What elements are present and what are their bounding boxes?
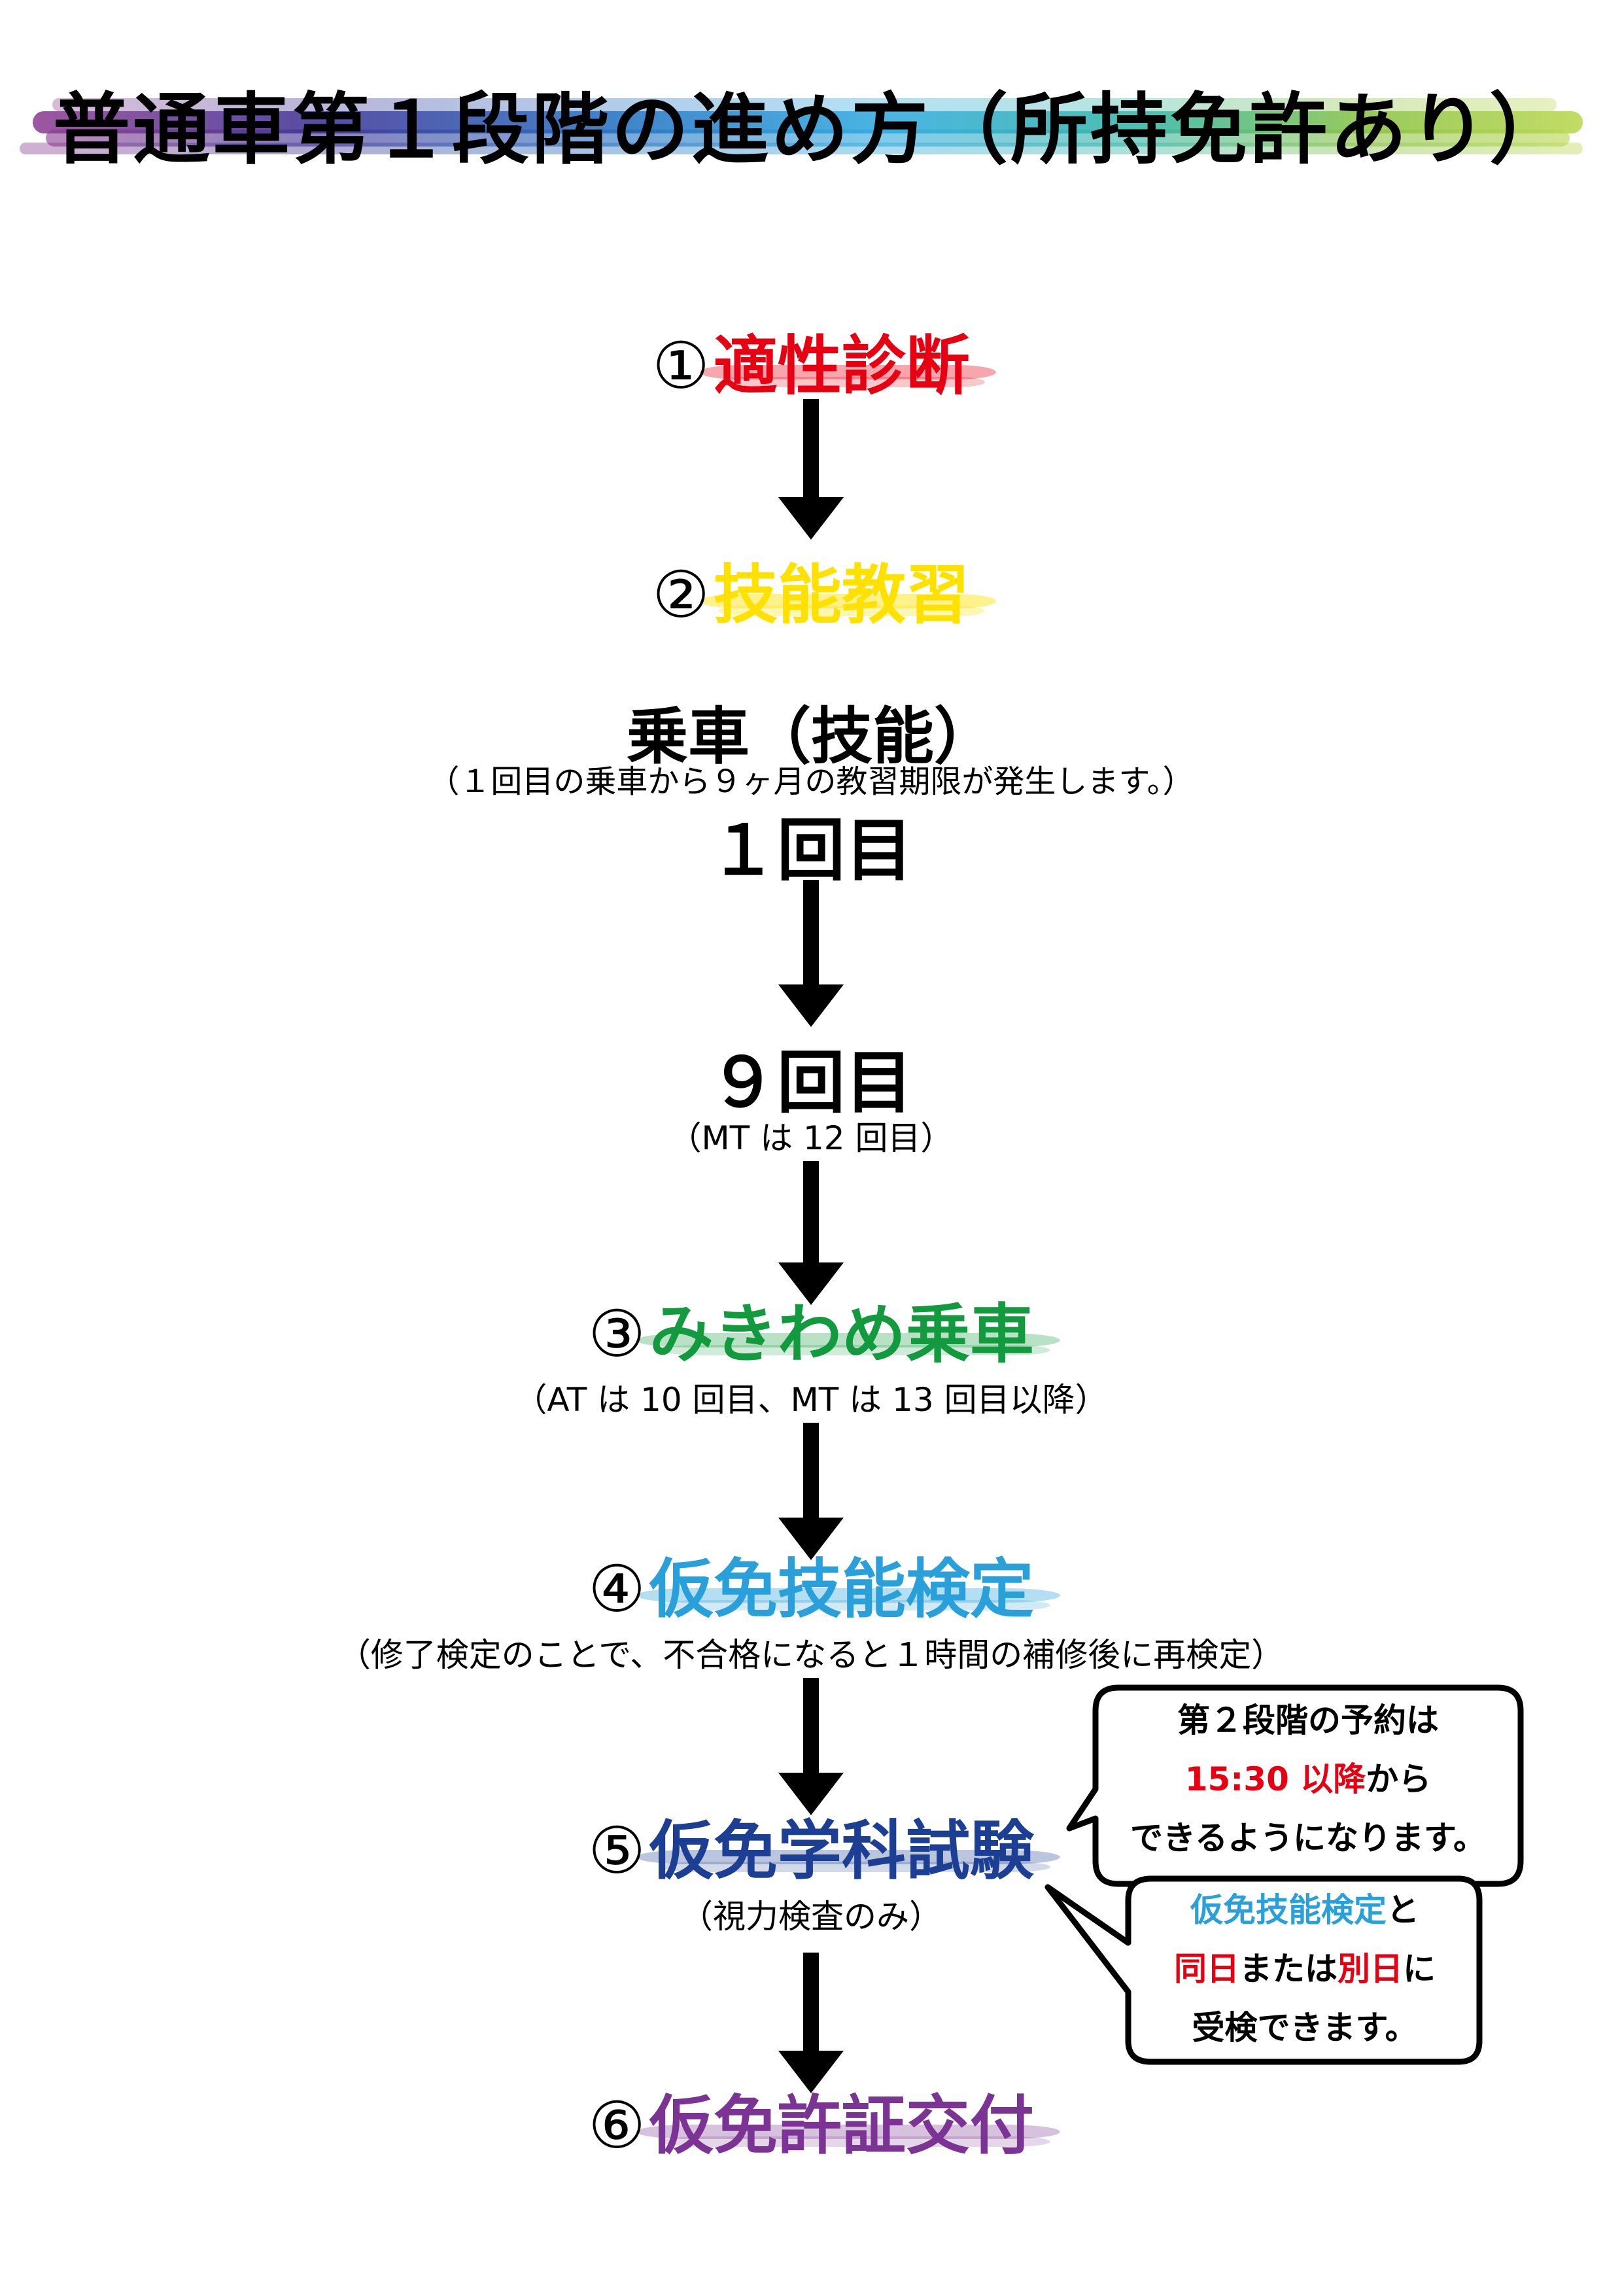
step-number: ④ bbox=[588, 1552, 646, 1627]
lesson-mt-note: （MT は 12 回目） bbox=[668, 1119, 954, 1157]
brush-underline bbox=[636, 1850, 1060, 1872]
lesson-deadline-note: （１回目の乗車から９ヶ月の教習期限が発生します。） bbox=[428, 763, 1194, 800]
callout2-skill-test: 仮免技能検定 bbox=[1190, 1891, 1387, 1929]
speech-bubble-reservation bbox=[1066, 1684, 1524, 1887]
step-number: ③ bbox=[588, 1297, 646, 1372]
callout2-same-day: 同日 bbox=[1174, 1950, 1239, 1988]
step-label: みきわめ乗車 bbox=[649, 1297, 1034, 1372]
callout2-line1: 仮免技能検定と bbox=[1128, 1881, 1481, 1939]
step-label: 適性診断 bbox=[713, 329, 970, 404]
brush-underline bbox=[636, 1333, 1060, 1355]
step4-note: （修了検定のことで、不合格になると１時間の補修後に再検定） bbox=[337, 1636, 1285, 1674]
callout2-line3: 受検できます。 bbox=[1192, 2009, 1418, 2047]
step-number: ⑥ bbox=[588, 2089, 646, 2163]
callout2-or: または bbox=[1239, 1950, 1337, 1988]
step-practical-lessons: ②技能教習 bbox=[0, 543, 1622, 636]
callout1-text: 第２段階の予約は 15:30 以降から できるようになります。 bbox=[1105, 1691, 1511, 1868]
step-provisional-skill-test: ④仮免技能検定 bbox=[0, 1537, 1622, 1630]
down-arrow bbox=[778, 399, 844, 540]
rainbow-brush-underline bbox=[20, 98, 1583, 154]
lesson-last-ride: ９回目 bbox=[708, 1043, 913, 1122]
step3-note: （AT は 10 回目、MT は 13 回目以降） bbox=[514, 1381, 1108, 1419]
page-title: 普通車第１段階の進め方（所持免許あり） bbox=[52, 84, 1569, 175]
down-arrow bbox=[778, 1161, 844, 1305]
step-provisional-written-test: ⑤仮免学科試験 bbox=[0, 1799, 1622, 1892]
down-arrow bbox=[778, 1423, 844, 1560]
callout1-line3: できるようになります。 bbox=[1130, 1819, 1486, 1857]
callout1-line2-rest: から bbox=[1366, 1760, 1432, 1798]
step-label: 仮免学科試験 bbox=[649, 1814, 1034, 1888]
down-arrow bbox=[778, 1678, 844, 1815]
brush-underline bbox=[700, 594, 996, 616]
title-banner: 普通車第１段階の進め方（所持免許あり） bbox=[13, 52, 1609, 183]
down-arrow bbox=[778, 880, 844, 1027]
brush-underline bbox=[636, 1588, 1060, 1610]
lesson-first-ride: １回目 bbox=[708, 810, 913, 890]
step-aptitude-test: ①適性診断 bbox=[0, 314, 1622, 407]
step-number: ⑤ bbox=[588, 1814, 646, 1888]
brush-underline bbox=[700, 365, 996, 387]
step-number: ① bbox=[652, 329, 710, 404]
callout2-line2: 同日または別日に bbox=[1128, 1939, 1481, 1998]
callout2-line2-rest: に bbox=[1403, 1950, 1436, 1988]
callout1-time: 15:30 以降 bbox=[1184, 1760, 1366, 1798]
speech-bubble-test-schedule bbox=[1044, 1875, 1483, 2065]
down-arrow bbox=[778, 1953, 844, 2093]
step-final-check-ride: ③みきわめ乗車 bbox=[0, 1282, 1622, 1375]
step5-note: （視力検査のみ） bbox=[680, 1898, 942, 1936]
step-number: ② bbox=[652, 558, 710, 633]
step-label: 技能教習 bbox=[713, 558, 970, 633]
callout1-line1: 第２段階の予約は bbox=[1177, 1701, 1439, 1739]
lesson-heading: 乗車（技能） bbox=[626, 701, 995, 773]
brush-underline bbox=[636, 2125, 1060, 2147]
step-label: 仮免技能検定 bbox=[649, 1552, 1034, 1627]
callout2-other-day: 別日 bbox=[1337, 1950, 1403, 1988]
callout1-line2: 15:30 以降から bbox=[1105, 1750, 1511, 1809]
step-label: 仮免許証交付 bbox=[649, 2089, 1034, 2163]
callout2-line1-rest: と bbox=[1387, 1891, 1419, 1929]
callout2-text: 仮免技能検定と 同日または別日に 受検できます。 bbox=[1128, 1881, 1481, 2057]
step-provisional-license-issuance: ⑥仮免許証交付 bbox=[0, 2074, 1622, 2166]
